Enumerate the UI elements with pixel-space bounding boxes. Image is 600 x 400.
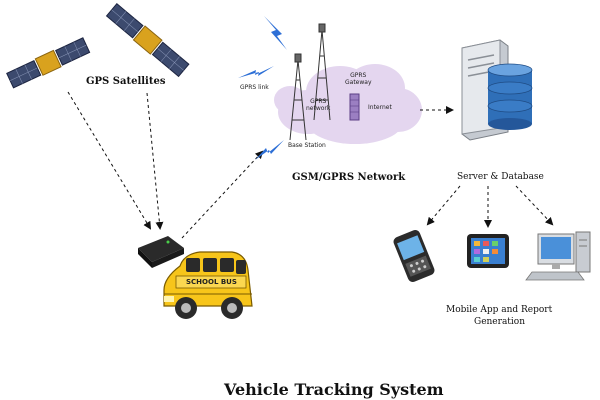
server-database-label: Server & Database: [457, 172, 544, 182]
gsm-gprs-network-label: GSM/GPRS Network: [292, 172, 406, 183]
database-icon: [487, 63, 533, 130]
lightning-bottom-icon: [255, 140, 284, 160]
gps-tracker-icon: [138, 236, 184, 268]
gprs-gateway-label: GPRS Gateway: [345, 72, 372, 86]
cell-tower-icon: [313, 23, 331, 121]
school-bus-text: SCHOOL BUS: [186, 278, 237, 286]
satellite-right-icon: [105, 3, 190, 78]
mobile-app-report-label-line2: Generation: [474, 317, 526, 327]
page-title: Vehicle Tracking System: [224, 380, 444, 399]
satellite-left-icon: [6, 37, 91, 89]
mobile-app-report-label-line1: Mobile App and Report: [446, 305, 553, 315]
arrow-sat-right-to-tracker: [146, 92, 164, 230]
arrow-server-to-desktop: [515, 185, 554, 226]
arrow-server-to-mobile: [426, 185, 461, 226]
gps-satellites-label: GPS Satellites: [86, 76, 166, 87]
internet-label: Internet: [368, 104, 392, 111]
lightning-top-icon: [264, 16, 287, 50]
base-station-label: Base Station: [288, 142, 326, 149]
arrow-sat-left-to-tracker: [67, 91, 152, 230]
gprs-gateway-icon: [349, 93, 360, 121]
school-bus-icon: [163, 251, 253, 319]
lightning-left-icon: [238, 66, 274, 78]
gprs-link-label: GPRS link: [240, 84, 269, 91]
desktop-computer-icon: [525, 231, 591, 281]
tablet-icon: [467, 234, 509, 268]
mobile-phone-icon: [393, 230, 435, 282]
arrow-tracker-to-gprs: [181, 150, 264, 239]
gprs-cloud: [274, 64, 422, 144]
base-station-tower-icon: [289, 53, 307, 141]
gprs-network-label: GPRS network: [306, 98, 331, 112]
